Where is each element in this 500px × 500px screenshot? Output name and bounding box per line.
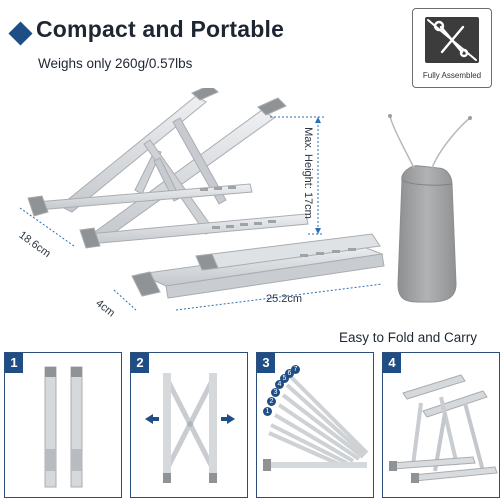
header: Compact and Portable Weighs only 260g/0.…	[6, 8, 336, 80]
dimension-lines	[19, 116, 383, 311]
height-dimension-label: Max. Height: 17cm	[301, 127, 314, 219]
expanding-stand-icon	[145, 373, 235, 483]
storage-pouch	[388, 114, 472, 303]
assembled-stand-icon	[389, 374, 498, 483]
step-number: 3	[257, 353, 275, 373]
level-marker: 6	[285, 369, 294, 378]
folded-laptop-stand	[131, 233, 385, 299]
step-1-panel: 1	[4, 352, 122, 498]
width-dimension-label: 25.2cm	[266, 293, 303, 305]
step-number: 1	[5, 353, 23, 373]
step-3-panel: 3 1 2 3 4 5 6 7	[256, 352, 374, 498]
open-laptop-stand	[27, 88, 309, 249]
level-marker: 4	[275, 380, 284, 389]
level-marker: 7	[291, 365, 300, 374]
weight-subtitle: Weighs only 260g/0.57lbs	[38, 56, 193, 71]
level-marker: 1	[263, 407, 272, 416]
folded-stand-icon	[44, 366, 83, 488]
badge-label: Fully Assembled	[422, 71, 482, 80]
step-number: 2	[131, 353, 149, 373]
level-marker: 3	[271, 388, 280, 397]
dimension-arrows	[315, 117, 321, 234]
height-levels-icon	[263, 375, 369, 471]
diamond-bullet-icon	[8, 21, 33, 46]
level-marker: 5	[280, 374, 289, 383]
product-illustration	[19, 88, 472, 311]
tools-crossed-icon	[425, 17, 479, 63]
step-4-panel: 4	[382, 352, 500, 498]
step-2-panel: 2	[130, 352, 248, 498]
folding-steps: 1 2	[0, 352, 500, 500]
level-marker: 2	[267, 397, 276, 406]
step-number: 4	[383, 353, 401, 373]
fold-carry-tagline: Easy to Fold and Carry	[338, 330, 477, 345]
fully-assembled-badge: Fully Assembled	[412, 8, 492, 88]
page-title: Compact and Portable	[36, 16, 285, 42]
